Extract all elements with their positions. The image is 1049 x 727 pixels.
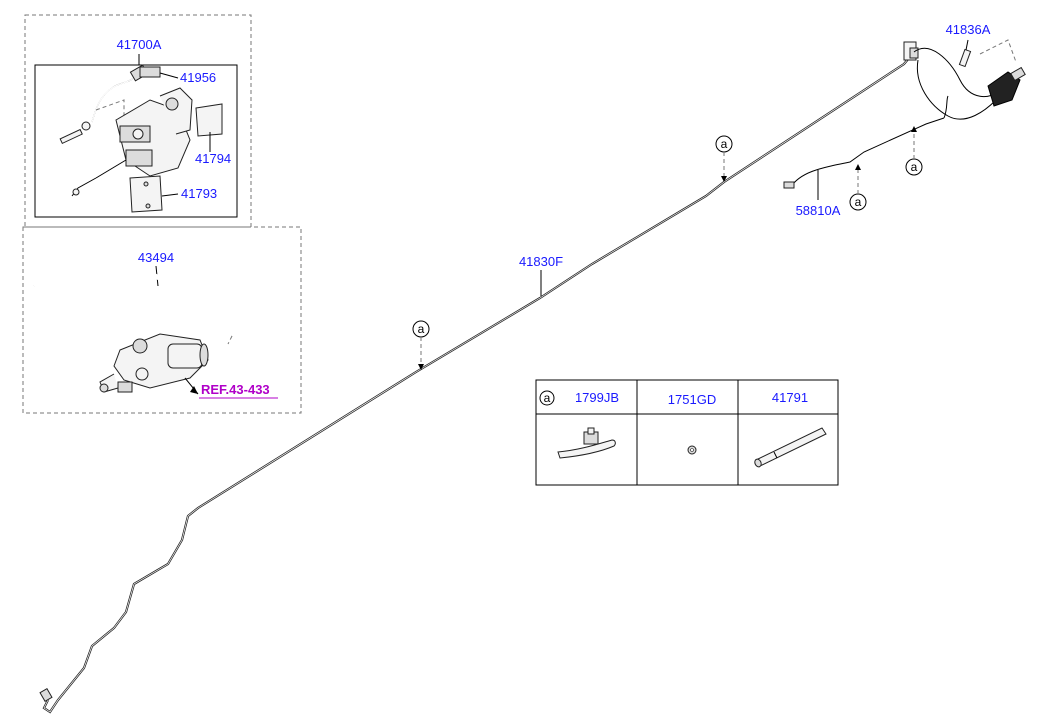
callout-a-3: a xyxy=(905,126,923,176)
fitting-41956 xyxy=(139,66,161,78)
label-41956[interactable]: 41956 xyxy=(180,70,216,85)
callout-a-2: a xyxy=(412,320,430,370)
ref-link[interactable]: REF.43-433 xyxy=(201,382,270,397)
connector-41836A xyxy=(987,71,1021,107)
parts-table: a 1799JB 1751GD 41791 xyxy=(535,379,839,486)
label-58810A[interactable]: 58810A xyxy=(796,203,841,218)
connector-group: 41836A 58810A xyxy=(783,22,1026,218)
svg-text:a: a xyxy=(855,195,862,209)
clutch-tube-41830F: 41830F xyxy=(39,51,915,714)
nut-1751GD-image xyxy=(687,445,697,455)
group-boundary-lower xyxy=(22,226,302,414)
label-41794[interactable]: 41794 xyxy=(195,151,231,166)
table-header-2[interactable]: 1751GD xyxy=(668,392,716,407)
label-41830F[interactable]: 41830F xyxy=(519,254,563,269)
table-key-letter: a xyxy=(544,391,551,405)
callout-a-1: a xyxy=(715,135,733,182)
callouts: a a a a xyxy=(412,126,923,370)
wire-58810A xyxy=(789,117,945,189)
bolt-part xyxy=(59,128,83,145)
group-boundary-upper xyxy=(24,14,252,228)
table-header-1[interactable]: 1799JB xyxy=(575,390,619,405)
table-key-circle xyxy=(539,390,555,406)
washer-part xyxy=(81,121,91,131)
plate-41793 xyxy=(129,175,163,213)
pin-41791-image xyxy=(754,427,827,468)
svg-text:a: a xyxy=(721,137,728,151)
clip-1799JB-image xyxy=(557,427,616,459)
label-41836A[interactable]: 41836A xyxy=(946,22,991,37)
group-frame-41700A xyxy=(34,64,238,218)
clutch-master-cylinder-group: 41700A 41956 41794 41793 xyxy=(24,14,252,228)
bolt-41836A xyxy=(958,48,972,68)
label-41793[interactable]: 41793 xyxy=(181,186,217,201)
bracket-41794 xyxy=(195,103,223,137)
svg-text:a: a xyxy=(418,322,425,336)
release-cylinder-group: 43494 REF.43-433 xyxy=(22,226,302,414)
svg-text:a: a xyxy=(911,160,918,174)
table-header-3[interactable]: 41791 xyxy=(772,390,808,405)
callout-a-4: a xyxy=(849,164,867,211)
label-41700A[interactable]: 41700A xyxy=(117,37,162,52)
label-43494[interactable]: 43494 xyxy=(138,250,174,265)
